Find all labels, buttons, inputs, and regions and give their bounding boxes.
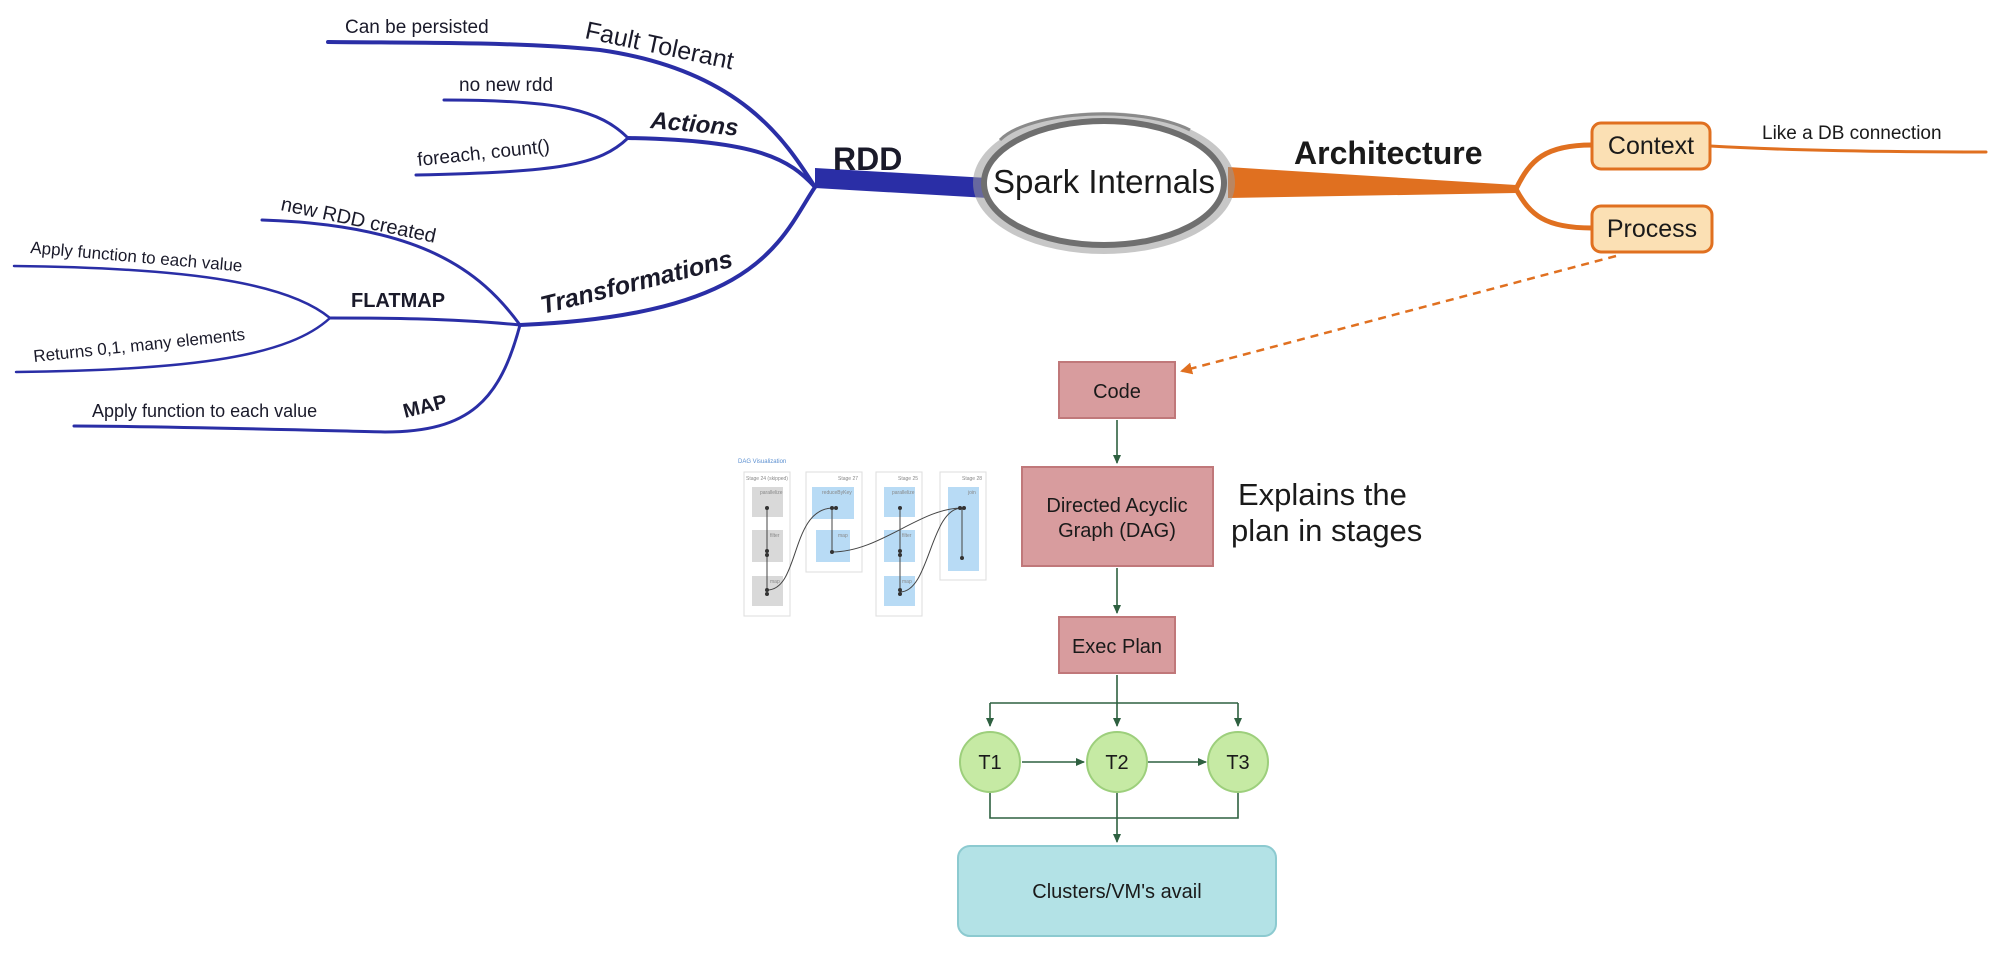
execution-flow: Code Directed Acyclic Graph (DAG) Explai… [957,361,1422,937]
actions-label: Actions [648,107,739,142]
center-ring [981,118,1227,248]
dag-stage-4-label: Stage 28 [962,476,982,482]
center-node[interactable]: Spark Internals [973,112,1235,254]
dag-op-2-label: filter [770,533,780,539]
flatmap-item-1-line [12,264,332,320]
actions-branch [626,136,817,189]
flatmap-line [328,316,522,327]
architecture-branch [1228,142,1988,231]
rdd-trunk [815,168,988,198]
dag-note-line-2: plan in stages [1231,513,1422,548]
center-ring-stroke [998,112,1191,142]
context-label: Context [1608,132,1694,160]
map-label: MAP [401,391,449,423]
fault-tolerant-label: Fault Tolerant [583,16,737,75]
dag-op-1-label: parallelize [760,490,783,496]
dag-op-3-label: map [770,579,780,585]
task-t2[interactable] [1086,731,1148,793]
new-rdd-label: new RDD created [279,193,438,247]
dag-label-line-2: Graph (DAG) [1058,520,1176,542]
flatmap-label: FLATMAP [351,290,445,312]
dag-edges [766,507,963,593]
dag-label-line-1: Directed Acyclic [1046,495,1187,517]
context-connector [1513,142,1595,192]
dag-nodes [765,506,966,596]
center-ring-shadow [973,112,1235,254]
context-box[interactable] [1590,121,1712,171]
map-detail: Apply function to each value [92,401,317,421]
process-label: Process [1607,215,1697,243]
dag-op-5 [816,530,850,562]
process-connector [1513,186,1595,231]
dag-stage-2-label: Stage 27 [838,476,858,482]
dag-stage-3 [875,471,923,617]
dag-stage-1 [743,471,791,617]
flatmap-item-2-line [14,316,332,374]
architecture-labels: Architecture Context Like a DB connectio… [1180,121,1942,375]
rdd-label: RDD [833,141,902,177]
task-t3-label: T3 [1226,752,1249,774]
dag-note-line-1: Explains the [1238,477,1407,512]
dag-visualization-thumbnail: DAG Visualization Stage 24 (skipped) par… [738,459,987,617]
dag-stage-1-label: Stage 24 (skipped) [746,476,788,482]
architecture-label: Architecture [1294,135,1483,171]
actions-item-1-line [442,98,630,140]
code-label: Code [1093,381,1141,403]
dag-stage-2 [805,471,863,573]
transformations-branch [518,185,817,327]
dag-stage-3-label: Stage 25 [898,476,918,482]
dag-box[interactable] [1021,466,1214,567]
dag-thumbnail-title: DAG Visualization [738,459,786,465]
center-title: Spark Internals [993,163,1215,200]
exec-plan-label: Exec Plan [1072,636,1162,658]
task-t1-label: T1 [978,752,1001,774]
context-detail: Like a DB connection [1762,123,1942,144]
rdd-labels: RDD Fault Tolerant Can be persisted Acti… [30,16,903,422]
architecture-trunk [1228,167,1516,198]
task-t2-label: T2 [1105,752,1128,774]
rdd-branch [12,40,988,434]
transformations-label: Transformations [538,245,736,320]
actions-item-1: no new rdd [459,75,553,96]
dag-op-9-label: join [967,490,976,496]
new-rdd-line [260,218,522,327]
fault-tolerant-detail: Can be persisted [345,17,489,38]
exec-fanout-connectors [986,675,1242,843]
process-box[interactable] [1590,204,1714,254]
dag-op-4 [812,487,854,519]
process-to-code-arrow [1180,254,1617,375]
fault-tolerant-branch [326,40,817,189]
actions-item-2: foreach, count() [416,136,551,171]
context-detail-line [1708,144,1988,154]
clusters-label: Clusters/VM's avail [1032,881,1201,903]
dag-op-8-label: map [902,579,912,585]
actions-item-2-line [414,136,630,177]
dag-op-7-label: filter [902,533,912,539]
task-t1[interactable] [959,731,1021,793]
map-line [72,323,522,434]
task-t3[interactable] [1207,731,1269,793]
exec-plan-box[interactable] [1058,616,1176,674]
clusters-box[interactable] [957,845,1277,937]
dag-op-5-label: map [838,533,848,539]
dag-op-6-label: parallelize [892,490,915,496]
dag-op-4-label: reduceByKey [822,490,852,496]
code-box[interactable] [1058,361,1176,419]
